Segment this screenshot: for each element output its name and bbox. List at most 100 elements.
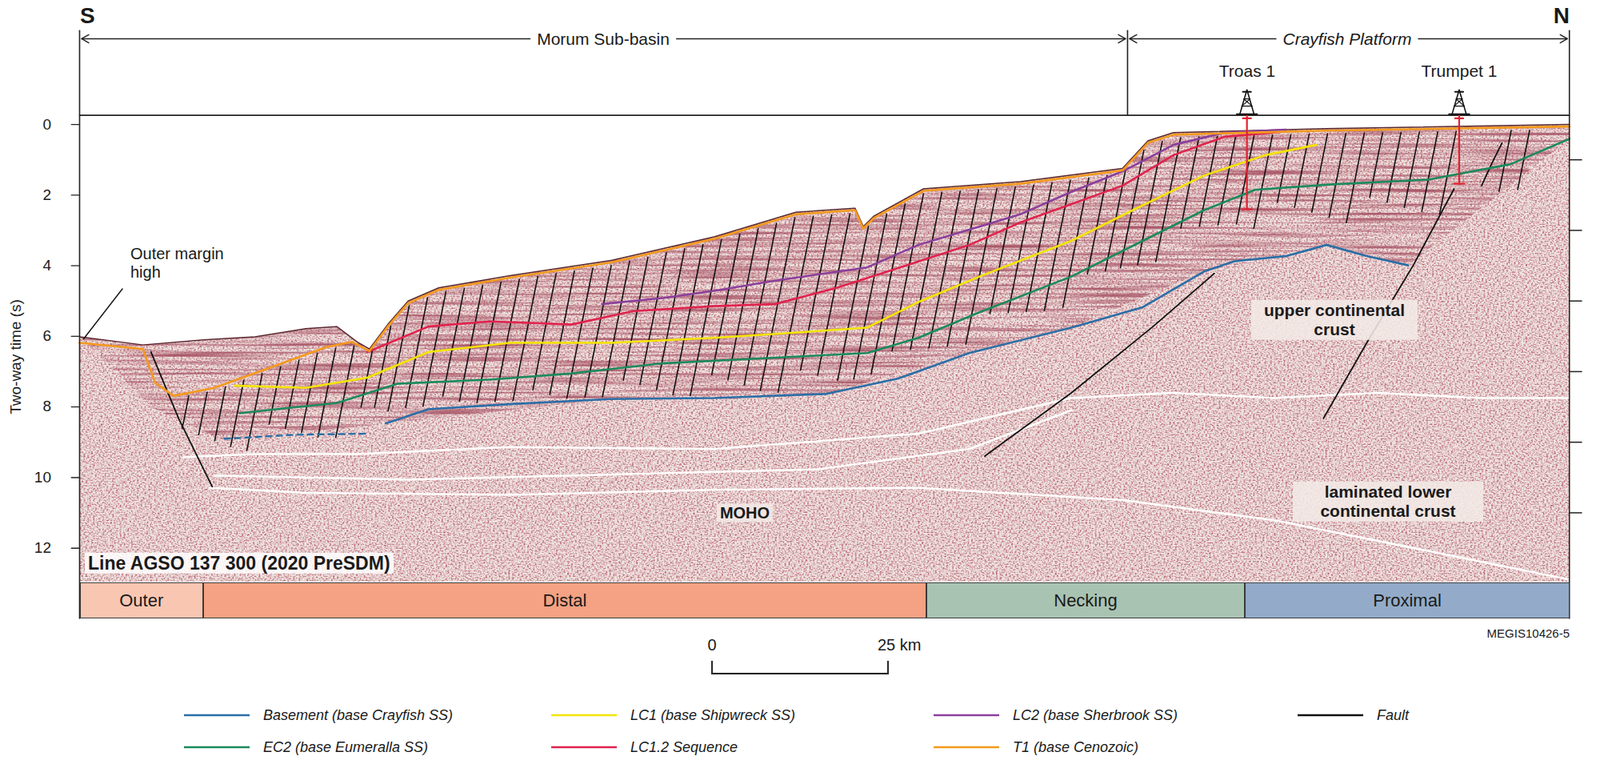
fault-line <box>1294 134 1309 208</box>
axis-tick <box>1569 441 1582 443</box>
major-fault <box>1481 143 1503 187</box>
legend-sample <box>933 746 1000 749</box>
axis-tick <box>71 124 80 125</box>
axis-title: Two-way time (s) <box>7 299 25 415</box>
legend-text: Fault <box>1376 707 1409 724</box>
legend-text: LC1 (base Shipwreck SS) <box>630 707 796 724</box>
lc1-horizon <box>234 144 1316 388</box>
fault-line <box>336 345 355 437</box>
fault-line <box>1156 137 1181 262</box>
fault-line <box>182 396 189 429</box>
legend-text: Basement (base Crayfish SS) <box>263 707 453 724</box>
derrick-crown <box>1455 91 1464 93</box>
fault-line <box>837 226 868 380</box>
legend-sample <box>933 714 1000 717</box>
derrick-brace <box>1241 99 1250 107</box>
label-text: 10 <box>34 468 52 487</box>
fault-line <box>656 248 685 390</box>
label-text: 8 <box>42 397 52 416</box>
axis-tick <box>1569 512 1582 513</box>
fault-line <box>1328 133 1346 218</box>
fault-line <box>584 265 612 397</box>
fault-line <box>1499 130 1512 192</box>
well-td <box>1241 208 1252 210</box>
fault-line <box>690 240 722 396</box>
label-text: 0 <box>42 116 52 134</box>
legend-sample <box>184 746 250 749</box>
label-text: laminated lower continental crust <box>1292 481 1484 522</box>
derrick-bar <box>1241 105 1252 107</box>
scale-bar <box>712 660 888 674</box>
derrick-base <box>1448 113 1470 116</box>
fault-line <box>1253 135 1272 229</box>
fault-line <box>268 367 280 424</box>
legend-sample <box>551 746 617 749</box>
axis-tick <box>1569 300 1582 302</box>
fault-line <box>892 193 924 351</box>
axis-tick <box>71 406 80 408</box>
derrick-brace <box>1244 99 1252 107</box>
section-lines <box>71 30 1582 619</box>
derrick-symbol <box>1240 89 1255 115</box>
derrick-bar <box>1454 105 1465 107</box>
derrick-brace <box>1456 99 1464 107</box>
label-text: 25 km <box>877 636 921 655</box>
major-fault <box>984 273 1215 456</box>
label-text: Morum Sub-basin <box>530 28 676 48</box>
derrick-crown <box>1243 91 1252 93</box>
frame-line <box>1568 30 1571 619</box>
label-text: 6 <box>42 327 52 345</box>
axis-tick <box>1569 371 1582 372</box>
arrow-head <box>1560 34 1568 43</box>
crust-boundary <box>184 392 1570 457</box>
arrow-head <box>81 34 89 43</box>
major-fault <box>151 352 213 487</box>
label-text: 0 <box>707 636 716 655</box>
well-track <box>1458 115 1460 184</box>
leader-line <box>84 288 123 339</box>
fault-line <box>405 297 428 408</box>
fault-line <box>532 273 556 390</box>
fault-line <box>778 216 814 392</box>
fault-line <box>1346 132 1364 223</box>
fault-line <box>1199 136 1217 227</box>
zone-band: Proximal <box>1244 582 1570 619</box>
fault-line <box>1387 132 1401 203</box>
fault-line <box>928 191 960 348</box>
axis-tick <box>1569 229 1582 231</box>
ec2-horizon <box>240 138 1570 413</box>
label-text: 2 <box>42 186 52 204</box>
derrick-symbol <box>1452 89 1467 115</box>
fault-line <box>285 360 300 428</box>
section-ground <box>79 115 1570 583</box>
fault-line <box>476 282 501 404</box>
seafloor-line <box>79 124 1569 350</box>
seismic-noise <box>79 115 1570 583</box>
derrick-base <box>1236 113 1258 116</box>
fault-line <box>1421 132 1438 212</box>
zone-band: Necking <box>926 582 1245 619</box>
section-fill <box>79 115 1570 583</box>
zone-label: Necking <box>1053 590 1117 612</box>
sediment-ground <box>79 115 1570 583</box>
frame-line <box>79 30 81 619</box>
label-text: MEGIS10426-5 <box>1487 626 1570 640</box>
fault-line <box>1369 132 1383 198</box>
legend-sample <box>551 714 617 717</box>
label-text: Crayfish Platform <box>1276 28 1418 48</box>
well-top <box>1243 117 1252 120</box>
fault-line <box>1404 132 1420 208</box>
arrow-head <box>1118 34 1126 43</box>
frame-line <box>79 114 1569 116</box>
fault-line <box>910 192 942 350</box>
axis-tick <box>71 264 80 266</box>
legend-text: EC2 (base Eumeralla SS) <box>263 739 428 756</box>
fault-line <box>817 213 850 376</box>
axis-tick <box>71 548 80 549</box>
fault-line <box>1236 136 1255 224</box>
lc12-horizon <box>367 132 1286 353</box>
label-text: 12 <box>34 539 52 557</box>
frame-line <box>1127 30 1129 116</box>
fault-line <box>495 279 520 402</box>
